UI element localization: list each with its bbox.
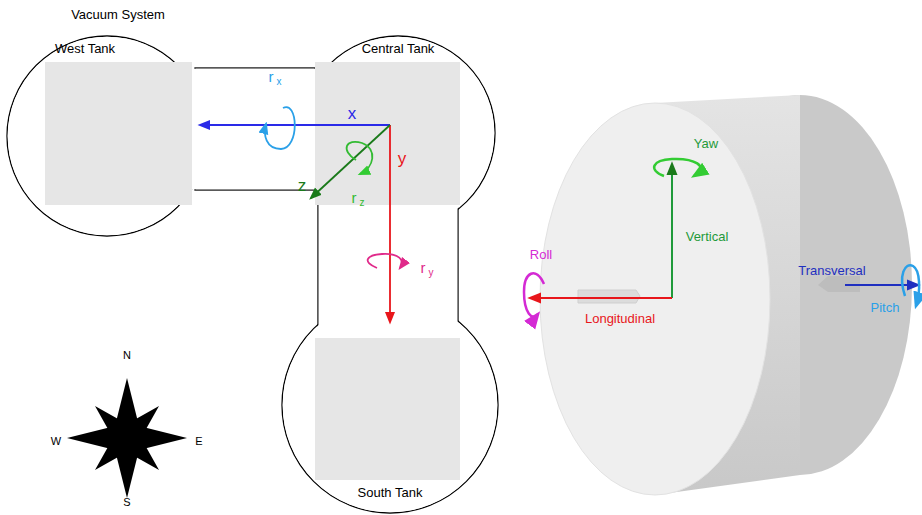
direction-label: Transversal <box>798 264 865 277</box>
z-axis <box>311 125 390 198</box>
rz-rotation <box>347 142 373 174</box>
rx-rotation <box>265 107 295 149</box>
ry-rotation <box>368 254 402 268</box>
axis-label: y <box>398 150 407 167</box>
tank-name: Central Tank <box>362 42 435 55</box>
diagram-title: Vacuum System <box>71 8 165 21</box>
compass-letter: S <box>123 497 130 508</box>
rotation-subscript: x <box>277 77 282 87</box>
y-axis <box>389 125 391 322</box>
rotation-label: r <box>269 69 274 84</box>
compass-rose <box>67 378 187 498</box>
payload-cylinder <box>540 95 912 495</box>
rotation-subscript: y <box>429 268 434 278</box>
direction-label: Vertical <box>686 230 729 243</box>
roll-rotation <box>524 273 544 316</box>
compass-letter: N <box>123 350 131 361</box>
compass-letter: E <box>195 436 202 447</box>
direction-label: Yaw <box>694 137 718 150</box>
tank-region: Central Tank <box>301 36 495 230</box>
compass-letter: W <box>51 436 61 447</box>
rotation-label: r <box>352 190 357 205</box>
pitch-rotation <box>902 265 919 306</box>
rotation-subscript: z <box>360 198 365 208</box>
tank-plate <box>45 62 460 480</box>
outline-interior <box>8 37 498 513</box>
axis-label: z <box>298 177 307 194</box>
direction-label: Longitudinal <box>585 312 655 325</box>
direction-label: Roll <box>530 248 552 261</box>
tank-name: South Tank <box>358 486 423 499</box>
tank-name: West Tank <box>55 42 115 55</box>
transversal-axis <box>845 284 918 286</box>
yaw-rotation <box>654 159 700 176</box>
longitudinal-axis <box>530 297 672 299</box>
vacuum-outline <box>7 36 498 513</box>
direction-label: Pitch <box>871 301 900 314</box>
axis-label: x <box>348 105 357 122</box>
tank-region: South Tank <box>282 297 498 513</box>
rotation-label: r <box>421 260 426 275</box>
tank-region: West Tank <box>7 36 207 236</box>
vertical-axis <box>671 164 673 298</box>
